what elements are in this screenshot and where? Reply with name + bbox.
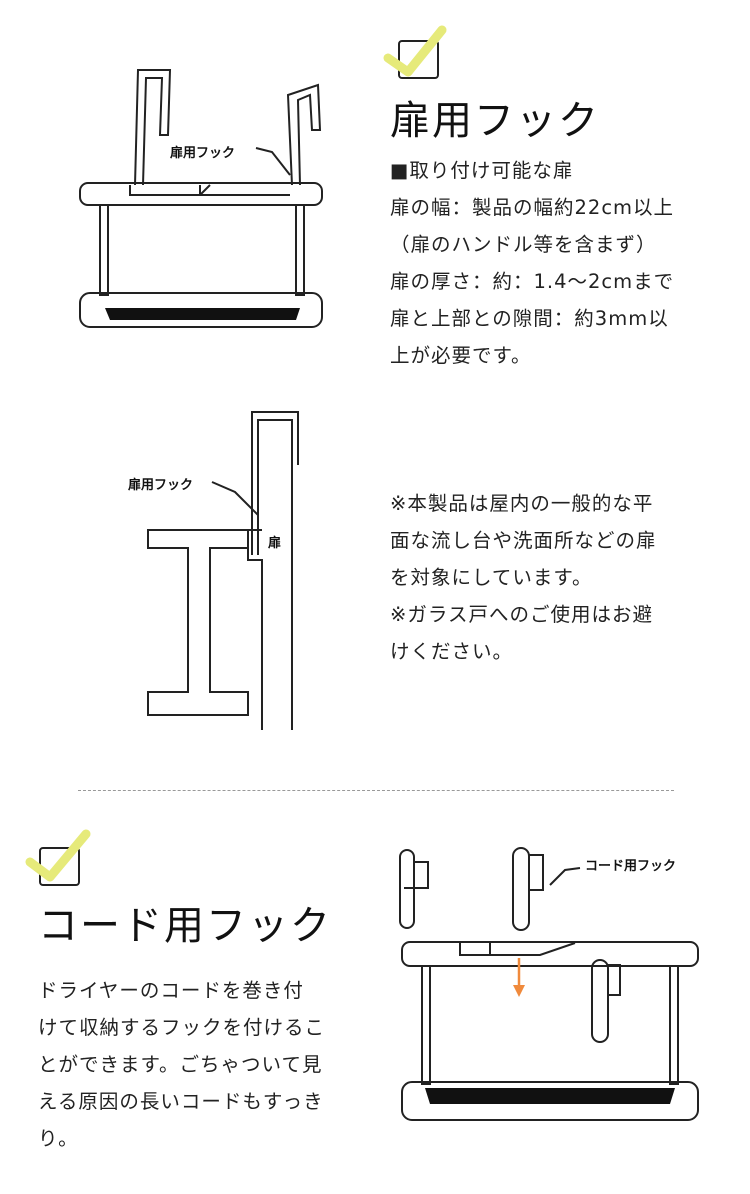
door-hook-title: 扉用フック <box>390 98 600 144</box>
spec-line: 扉と上部との隙間：約3mm以 <box>390 307 669 330</box>
spec-line: 扉の厚さ：約：1.4〜2cmまで <box>390 270 675 293</box>
description-line: ドライヤーのコードを巻き付 <box>38 979 304 1002</box>
spec-line: 扉の幅：製品の幅約22cm以上 <box>390 196 675 219</box>
note-line: けください。 <box>390 640 514 663</box>
spec-line: 上が必要です。 <box>390 344 532 367</box>
note-line: 面な流し台や洗面所などの扉 <box>390 529 657 552</box>
cord-hook-description: ドライヤーのコードを巻き付 けて収納するフックを付けるこ とができます。ごちゃつ… <box>38 972 325 1157</box>
door-hook-side-label: 扉用フック <box>128 478 194 493</box>
door-label: 扉 <box>268 536 282 551</box>
section-divider <box>78 790 674 791</box>
note-line: ※本製品は屋内の一般的な平 <box>390 492 654 515</box>
door-hook-label: 扉用フック <box>170 146 236 161</box>
description-line: える原因の長いコードもすっき <box>38 1090 324 1113</box>
door-hook-specs: ■取り付け可能な扉 扉の幅：製品の幅約22cm以上 （扉のハンドル等を含まず） … <box>390 152 674 374</box>
cord-hook-title: コード用フック <box>38 903 332 949</box>
note-line: ※ガラス戸へのご使用はお避 <box>390 603 653 626</box>
spec-line: （扉のハンドル等を含まず） <box>390 233 657 256</box>
note-line: を対象にしています。 <box>390 566 593 589</box>
cord-hook-label: コード用フック <box>585 859 677 874</box>
description-line: とができます。ごちゃついて見 <box>38 1053 323 1076</box>
description-line: けて収納するフックを付けるこ <box>38 1016 326 1039</box>
spec-line: ■取り付け可能な扉 <box>390 159 574 182</box>
description-line: り。 <box>38 1127 79 1150</box>
door-hook-notes: ※本製品は屋内の一般的な平 面な流し台や洗面所などの扉 を対象にしています。 ※… <box>390 485 657 670</box>
